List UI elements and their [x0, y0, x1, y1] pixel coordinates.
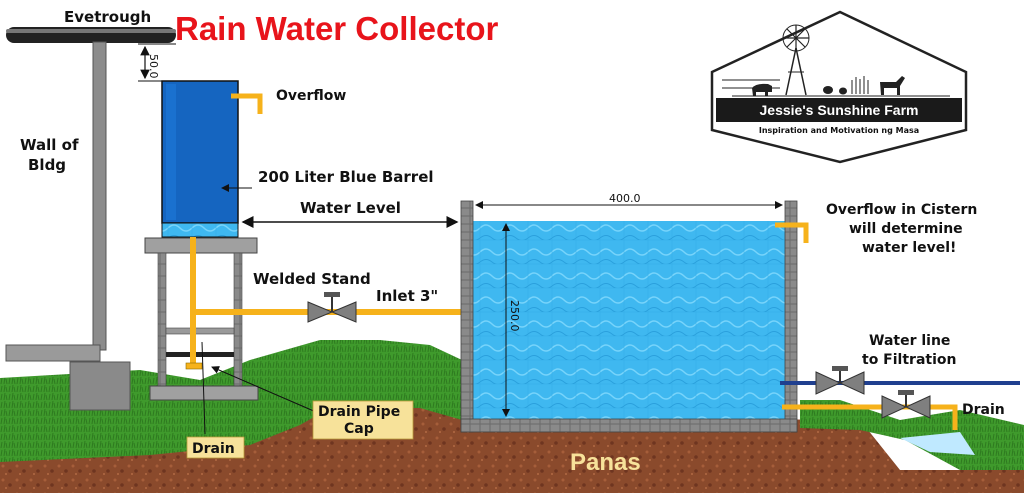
- wall-label-line1: Wall of: [20, 136, 79, 154]
- water-line-label-line1: Water line: [869, 333, 950, 349]
- cistern-height-dimension: 250.0: [502, 223, 521, 417]
- wall-column: [92, 41, 107, 351]
- cistern-floor: [460, 418, 798, 433]
- cistern-note-line1: Overflow in Cistern: [826, 202, 977, 218]
- panas-label: Panas: [570, 449, 641, 476]
- grass-layer-left: [0, 340, 462, 462]
- filtration-valve-icon: [815, 366, 865, 395]
- drain-pipe-cap-line1: Drain Pipe: [318, 404, 400, 420]
- drain-right-valve-icon: [881, 390, 931, 419]
- gap-dimension: 50.0: [138, 43, 176, 82]
- farm-logo: Jessie's Sunshine Farm Inspiration and M…: [710, 10, 968, 164]
- cistern-water: [473, 221, 785, 419]
- drain-pipe-cap-box: [312, 400, 414, 440]
- barrel-overflow-pipe: [231, 93, 263, 114]
- logo-name: Jessie's Sunshine Farm: [760, 102, 919, 118]
- stand-top-plate: [144, 237, 258, 254]
- wall-label-line2: Bldg: [28, 156, 66, 174]
- page-title: Rain Water Collector: [175, 10, 498, 47]
- water-level-label: Water Level: [300, 199, 401, 217]
- farm-animals-icon: [722, 76, 950, 97]
- filtration-water: [900, 432, 975, 455]
- drain-left-box: [186, 436, 245, 459]
- inlet-label: Inlet 3": [376, 287, 438, 305]
- barrel-water: [161, 222, 239, 238]
- drain-left-label: Drain: [192, 441, 235, 457]
- logo-banner: [716, 98, 962, 122]
- logo-tagline: Inspiration and Motivation ng Masa: [759, 126, 919, 135]
- logo-shield: [710, 10, 968, 164]
- overflow-label: Overflow: [276, 88, 346, 104]
- drain-right-pipe: [782, 404, 958, 430]
- wall-ledge: [5, 344, 101, 362]
- drain-pipe-cap-line2: Cap: [344, 421, 374, 437]
- evetrough: [6, 27, 176, 43]
- welded-stand-label: Welded Stand: [253, 270, 371, 288]
- cistern-wall-left: [460, 200, 474, 433]
- windmill-icon: [782, 24, 810, 96]
- gap-dimension-label: 50.0: [147, 54, 160, 79]
- inlet-valve-icon: [307, 292, 357, 323]
- cistern-wall-right: [784, 200, 798, 433]
- welded-stand: [144, 237, 259, 401]
- wall-footing: [69, 361, 131, 411]
- cistern-width-label: 400.0: [609, 192, 641, 205]
- blue-barrel: [161, 80, 239, 238]
- cistern-width-dimension: 400.0: [475, 192, 783, 209]
- building-wall: [5, 41, 131, 411]
- cistern-overflow-pipe: [775, 222, 809, 243]
- cistern-height-label: 250.0: [508, 300, 521, 332]
- cistern: [460, 200, 798, 433]
- cistern-note-line3: water level!: [862, 240, 956, 256]
- cistern-note-line2: will determine: [849, 221, 963, 237]
- drain-cap-leader: [211, 366, 317, 413]
- barrel-label: 200 Liter Blue Barrel: [258, 168, 434, 186]
- evetrough-label: Evetrough: [64, 8, 151, 26]
- drain-left-leader: [201, 341, 206, 435]
- drain-right-label: Drain: [962, 402, 1005, 418]
- water-line-label-line2: to Filtration: [862, 352, 956, 368]
